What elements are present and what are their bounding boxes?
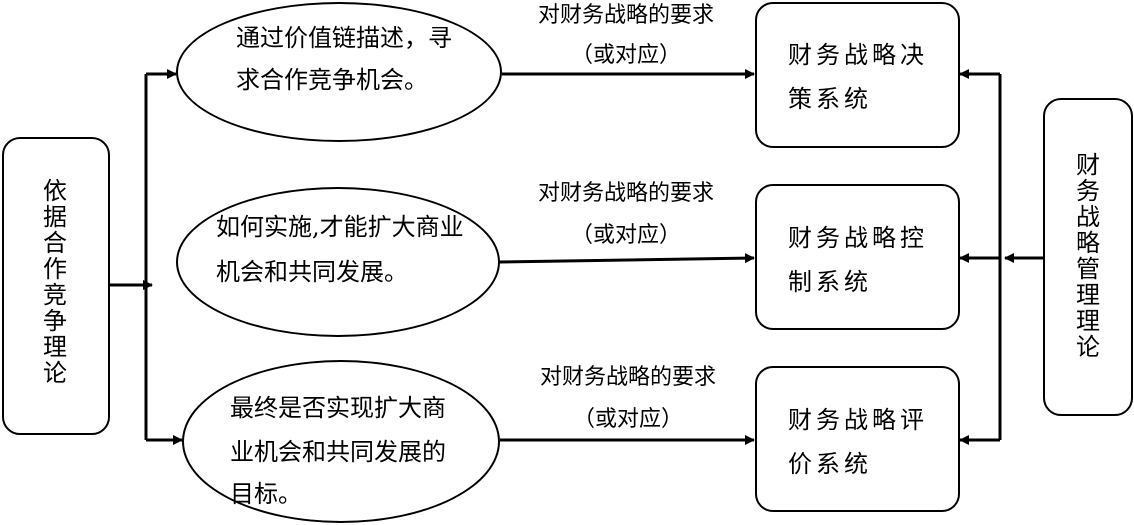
decision-system-line-1: 财务战略决 bbox=[788, 41, 928, 69]
arrow-label-2-line-2: （或对应） bbox=[570, 223, 681, 248]
right-theory-box bbox=[1043, 98, 1133, 416]
ellipse-2-line-2: 机会和共同发展。 bbox=[216, 258, 408, 286]
ellipse-1-line-2: 求合作竞争机会。 bbox=[236, 66, 428, 94]
arrow-label-3-line-2: （或对应） bbox=[572, 407, 683, 432]
evaluation-system-line-1: 财务战略评 bbox=[788, 406, 928, 434]
decision-system-line-2: 策系统 bbox=[788, 85, 872, 113]
arrow-label-2-line-1: 对财务战略的要求 bbox=[537, 181, 714, 206]
ellipse-2 bbox=[176, 187, 500, 337]
ellipse-3 bbox=[182, 360, 500, 523]
arrow-label-1-line-1: 对财务战略的要求 bbox=[537, 3, 714, 28]
arrow-label-3-line-1: 对财务战略的要求 bbox=[539, 365, 716, 390]
decision-system-box bbox=[755, 2, 960, 148]
evaluation-system-box bbox=[755, 366, 960, 512]
right-theory-text: 财务战略管理理论 bbox=[1076, 151, 1100, 361]
left-theory-box bbox=[2, 137, 110, 435]
control-system-line-1: 财务战略控 bbox=[788, 224, 928, 252]
ellipse-3-line-3: 目标。 bbox=[230, 480, 302, 508]
ellipse-1-line-1: 通过价值链描述，寻 bbox=[236, 24, 452, 52]
ellipse-1 bbox=[176, 2, 502, 142]
ellipse-3-line-1: 最终是否实现扩大商 bbox=[230, 394, 446, 422]
ellipse-3-line-2: 业机会和共同发展的 bbox=[230, 438, 446, 466]
ellipse-2-line-1: 如何实施,才能扩大商业 bbox=[216, 213, 464, 241]
arrow-to-system-2 bbox=[499, 253, 755, 264]
left-theory-text: 依据合作竞争理论 bbox=[43, 177, 67, 387]
evaluation-system-line-2: 价系统 bbox=[788, 450, 872, 478]
arrow-label-1-line-2: （或对应） bbox=[570, 43, 681, 68]
control-system-line-2: 制系统 bbox=[788, 268, 872, 296]
control-system-box bbox=[755, 184, 960, 330]
